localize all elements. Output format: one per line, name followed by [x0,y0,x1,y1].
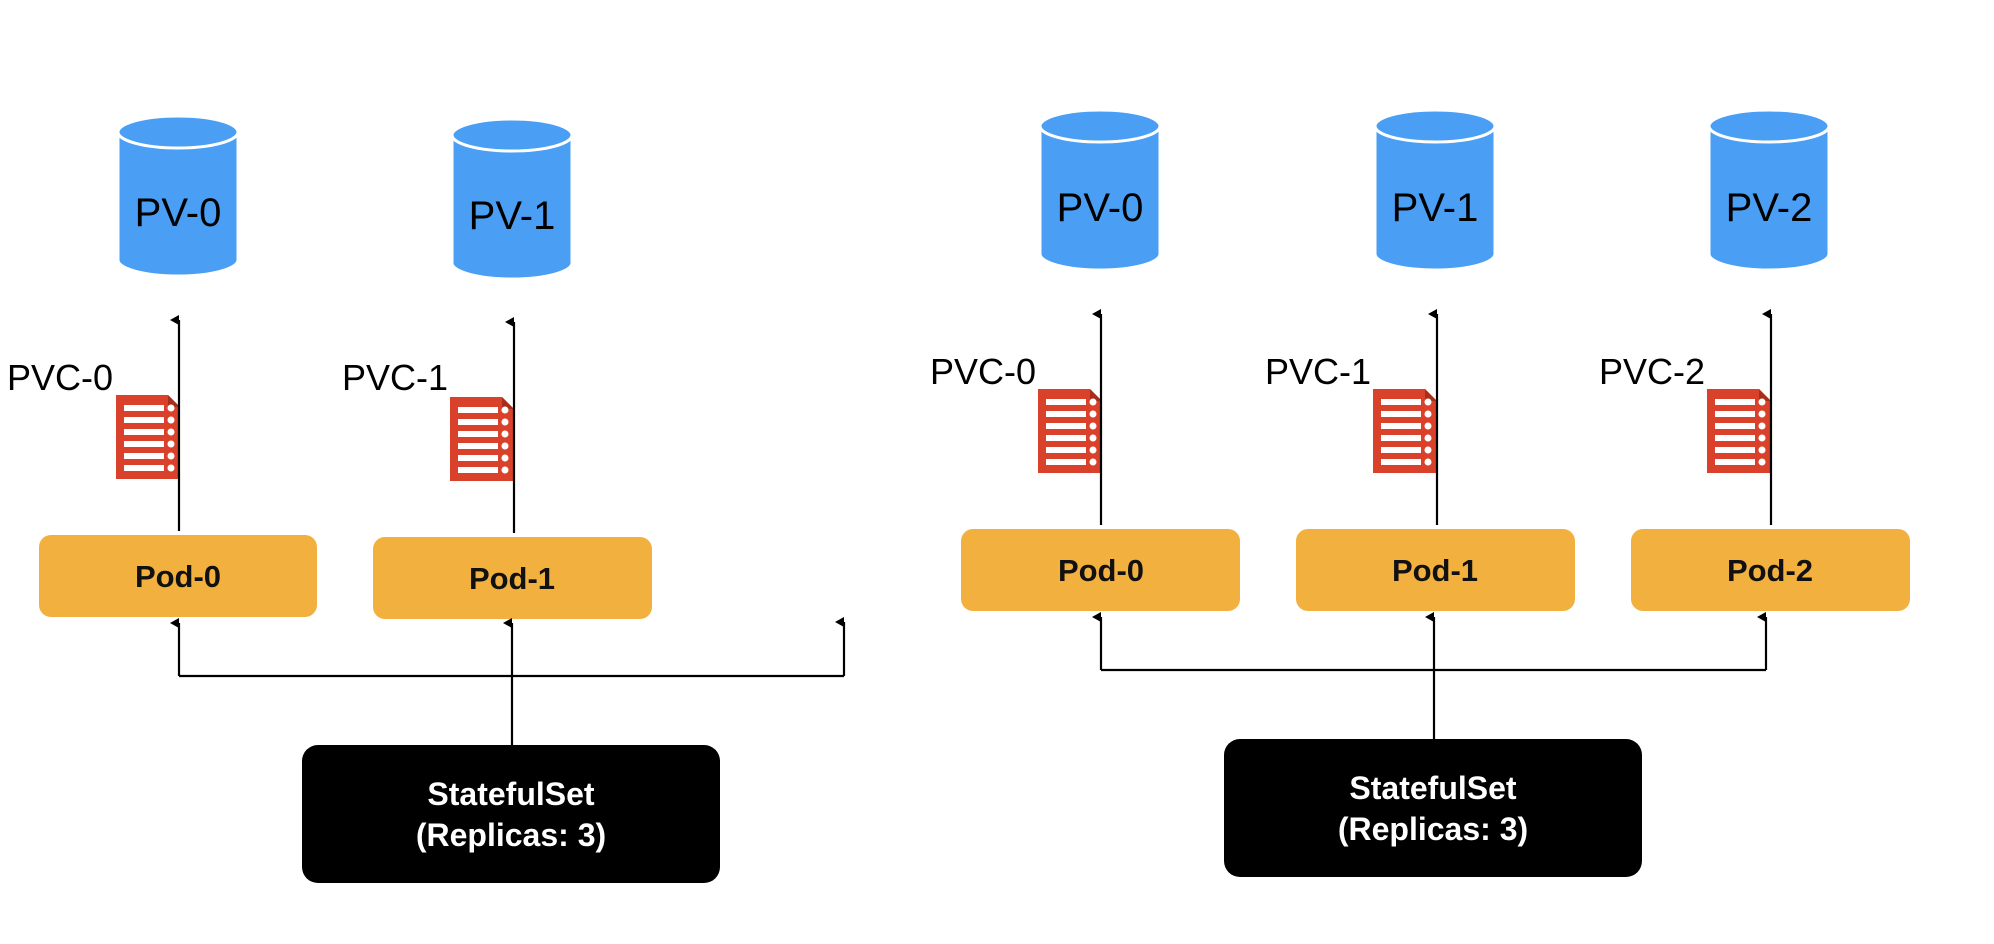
pod-box [373,537,652,619]
pv-label: PV-1 [469,194,556,238]
claim-document-icon [1707,389,1771,473]
pvc-label: PVC-1 [342,357,448,398]
right-pvc-2: PVC-2 [1599,351,1771,473]
pvc-label: PVC-1 [1265,351,1371,392]
pvc-label: PVC-2 [1599,351,1705,392]
right-statefulset: StatefulSet (Replicas: 3) [1224,739,1642,877]
statefulset-title: StatefulSet [427,776,594,812]
right-pod-1: Pod-1 [1296,529,1575,611]
pv-label: PV-0 [1057,186,1144,230]
pvc-label: PVC-0 [7,357,113,398]
pod-label: Pod-0 [135,559,221,594]
pod-label: Pod-1 [1392,553,1478,588]
pod-label: Pod-0 [1058,553,1144,588]
claim-document-icon [116,395,180,479]
right-pv-0: PV-0 [1038,108,1162,272]
right-pv-2: PV-2 [1707,108,1831,272]
claim-document-icon [1038,389,1102,473]
left-statefulset: StatefulSet (Replicas: 3) [302,745,720,883]
pod-box [1296,529,1575,611]
pv-label: PV-0 [135,191,222,235]
pvc-label: PVC-0 [930,351,1036,392]
statefulset-replicas: (Replicas: 3) [1338,811,1528,847]
claim-document-icon [1373,389,1437,473]
pod-label: Pod-1 [469,561,555,596]
right-pod-2: Pod-2 [1631,529,1910,611]
pod-box [1631,529,1910,611]
right-pvc-1: PVC-1 [1265,351,1437,473]
pod-label: Pod-2 [1727,553,1813,588]
pv-label: PV-2 [1726,186,1813,230]
left-pvc-1: PVC-1 [342,357,514,481]
pv-label: PV-1 [1392,186,1479,230]
statefulset-title: StatefulSet [1349,770,1516,806]
left-pod-0: Pod-0 [39,535,317,617]
right-pv-1: PV-1 [1373,108,1497,272]
left-pod-1: Pod-1 [373,537,652,619]
statefulset-replicas: (Replicas: 3) [416,817,606,853]
right-pvc-0: PVC-0 [930,351,1102,473]
left-pv-1: PV-1 [450,117,574,281]
left-pvc-0: PVC-0 [7,357,180,479]
left-cluster: PV-0 PV-1 PVC-0 PVC-1 Pod-0 Pod-1 [7,114,846,883]
claim-document-icon [450,397,514,481]
left-pv-0: PV-0 [116,114,240,278]
statefulset-box [1224,739,1642,877]
statefulset-box [302,745,720,883]
pod-box [39,535,317,617]
right-pod-0: Pod-0 [961,529,1240,611]
right-cluster: PV-0 PV-1 PV-2 PVC-0 PVC-1 PVC-2 [930,108,1910,877]
pod-box [961,529,1240,611]
